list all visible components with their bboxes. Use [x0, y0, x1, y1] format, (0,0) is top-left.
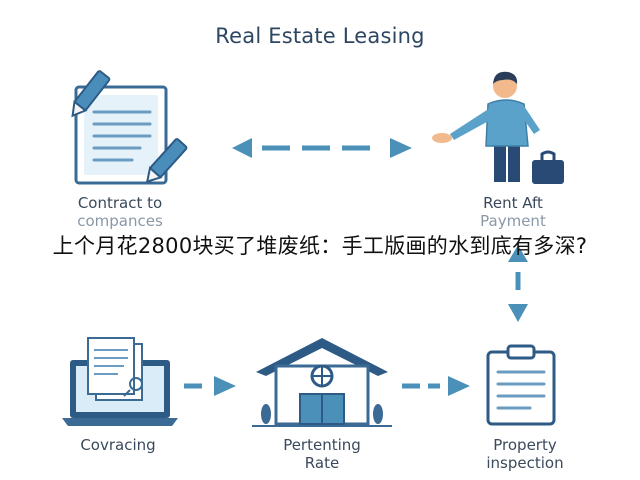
arrow-icon [508, 245, 528, 322]
node-covracing-line1: Covracing [80, 436, 156, 454]
node-contract-label: Contract to compances [40, 194, 200, 230]
briefcase-icon [532, 150, 564, 184]
node-property-line2: inspection [486, 454, 564, 472]
clipboard-icon [486, 344, 556, 426]
node-contract-line1: Contract to [77, 194, 163, 212]
node-pertenting-line2: Rate [304, 454, 340, 472]
house-icon [252, 338, 392, 427]
node-property-label: Property inspection [460, 436, 590, 472]
node-rent-line1: Rent Aft [483, 194, 543, 212]
arrow-icon [232, 138, 412, 158]
node-rent-label: Rent Aft Payment [448, 194, 578, 230]
arrow-icon [184, 376, 236, 396]
person-presenting-icon [432, 71, 540, 182]
node-contract-line2: compances [77, 212, 163, 230]
node-pertenting-line1: Pertenting [283, 436, 361, 454]
node-covracing-label: Covracing [48, 436, 188, 454]
diagram-title: Real Estate Leasing [215, 24, 425, 48]
contract-document-icon [71, 70, 188, 185]
node-property-line1: Property [493, 436, 557, 454]
overlay-caption: 上个月花2800块买了堆废纸：手工版画的水到底有多深? [52, 234, 588, 258]
node-rent-line2: Payment [480, 212, 546, 230]
node-pertenting-label: Pertenting Rate [252, 436, 392, 472]
laptop-document-icon [62, 337, 178, 426]
arrow-icon [402, 376, 470, 396]
